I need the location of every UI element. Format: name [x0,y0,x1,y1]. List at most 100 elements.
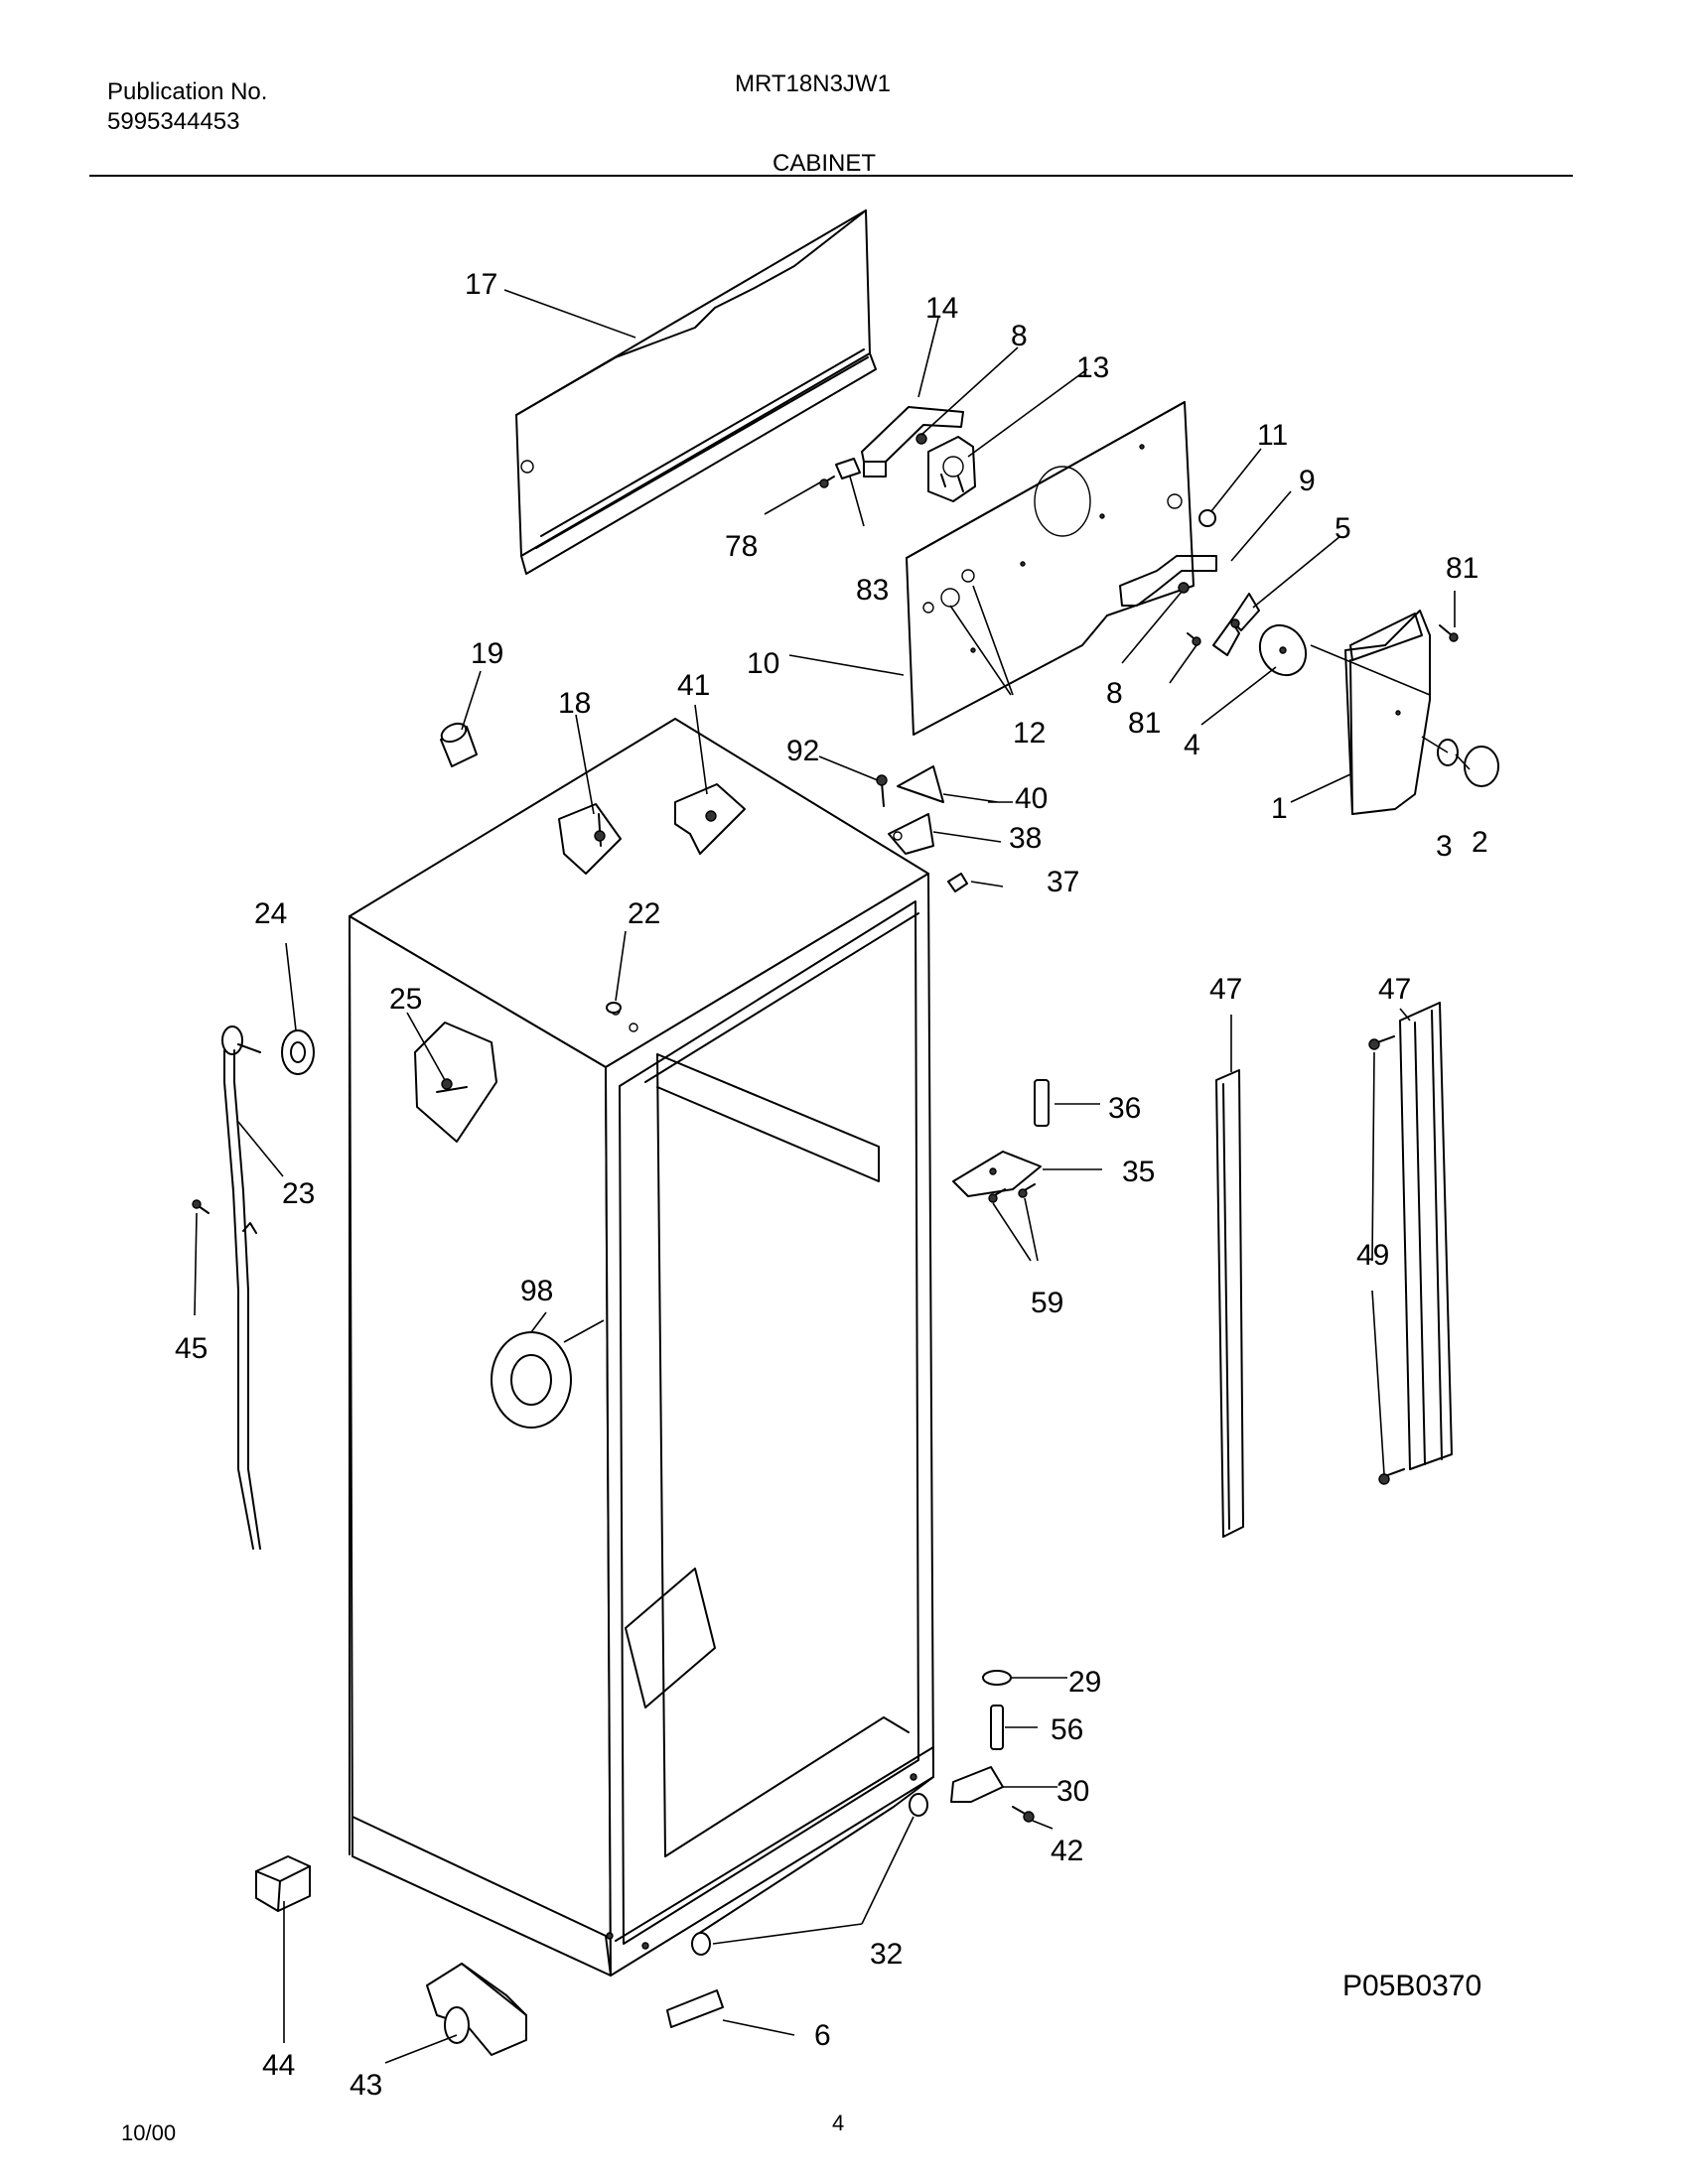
part-78-screw [819,476,835,488]
part-81-screw-b [1187,632,1201,646]
leader-lines [194,289,1471,2064]
part-59-screws [988,1183,1036,1203]
part-43-roller [426,1963,527,2056]
callout-6: 6 [814,2019,831,2052]
callout-30: 30 [1056,1775,1089,1808]
callout-49: 49 [1356,1239,1389,1272]
part-8-grommet-top [915,433,927,445]
section-title: CABINET [773,150,877,177]
callout-12: 12 [1013,717,1046,750]
part-14-motor-bracket [861,406,964,478]
part-49-screws [1368,1035,1405,1485]
callout-9: 9 [1299,465,1316,497]
refrigerator-cabinet [349,718,934,1977]
publication-label: Publication No. [107,78,268,105]
callout-4: 4 [1184,729,1200,761]
callout-14: 14 [925,292,958,325]
diagram-id: P05B0370 [1342,1970,1482,2002]
part-83-clip [835,458,861,479]
part-11-grommet [1198,509,1216,527]
part-81-screw-a [1439,624,1459,642]
callout-32: 32 [870,1938,903,1971]
callout-42: 42 [1051,1835,1083,1867]
callout-36: 36 [1108,1092,1141,1125]
callout-35: 35 [1122,1156,1155,1188]
part-42-screw [1012,1806,1035,1823]
callout-81: 81 [1446,552,1478,585]
part-47-rail-right [1399,1002,1453,1470]
part-56-hinge-pin [990,1705,1004,1750]
callout-45: 45 [175,1332,208,1365]
part-22-plug [606,1002,622,1014]
part-35-hinge [952,1151,1042,1197]
part-41-hinge-plate [674,783,746,855]
part-45-screw [192,1199,210,1214]
callout-78: 78 [725,530,758,563]
callout-17: 17 [465,268,497,301]
callout-22: 22 [628,897,660,930]
part-9-fan-bracket [1119,555,1217,607]
part-5-fan-blade [1212,593,1260,656]
callout-13: 13 [1076,351,1109,384]
callout-83: 83 [856,574,889,607]
header-rule [89,175,1573,177]
part-19-cap [440,722,478,767]
callout-41: 41 [677,669,710,702]
part-17-top-cover [515,209,877,575]
callout-37: 37 [1047,866,1079,898]
callout-10: 10 [747,647,779,680]
callout-44: 44 [262,2049,295,2082]
callout-38: 38 [1009,822,1042,855]
callout-59: 59 [1031,1287,1063,1319]
callout-56: 56 [1051,1713,1083,1746]
callout-numbers: 17 14 8 13 11 9 5 81 78 83 10 12 8 81 4 … [175,268,1488,2102]
part-30-hinge [950,1766,1004,1803]
date-code: 10/00 [121,2120,177,2145]
callout-3: 3 [1436,830,1453,863]
callout-92: 92 [786,735,819,767]
callout-47: 47 [1378,973,1411,1006]
part-92-screw [876,774,888,807]
callout-98: 98 [520,1275,553,1307]
part-25-hinge-plate [414,1022,497,1143]
part-37-pin [947,873,968,892]
callout-5: 5 [1335,512,1351,545]
callout-18: 18 [558,687,591,720]
callout-40: 40 [1015,782,1048,815]
part-2-knob [1464,746,1499,787]
callout-8: 8 [1011,320,1028,352]
callout-47: 47 [1209,973,1242,1006]
part-98-grommet [491,1331,572,1429]
part-40-hinge-cover [897,765,944,803]
model-number: MRT18N3JW1 [735,70,891,97]
part-32-plugs [691,1793,928,1956]
callout-1: 1 [1271,792,1288,825]
part-38-hinge [888,813,934,855]
part-23-rod [221,1025,261,1550]
callout-43: 43 [350,2069,382,2102]
part-24-washer [281,1029,315,1075]
part-36-hinge-pin [1034,1079,1050,1127]
callout-81: 81 [1128,707,1161,740]
part-47-rail-left [1215,1069,1244,1538]
callout-25: 25 [389,983,422,1016]
callout-11: 11 [1257,419,1288,452]
callout-24: 24 [254,897,287,930]
page-number: 4 [832,2111,845,2135]
callout-23: 23 [282,1177,315,1210]
part-29-washer [982,1670,1012,1686]
publication-number: 5995344453 [107,108,240,135]
part-44-bracket [255,1855,311,1912]
part-6-bracket [666,1989,724,2028]
callout-29: 29 [1068,1666,1101,1699]
part-10-evaporator-cover [906,401,1195,736]
part-1-air-duct [1344,610,1431,815]
callout-8: 8 [1106,677,1123,710]
part-18-hinge-pin [558,803,622,875]
callout-19: 19 [471,637,503,670]
part-13-fan-motor [927,436,976,502]
part-4-fan-bracket-plate [1258,623,1308,677]
callout-2: 2 [1472,826,1488,859]
part-8-grommet-bottom [1178,582,1190,594]
